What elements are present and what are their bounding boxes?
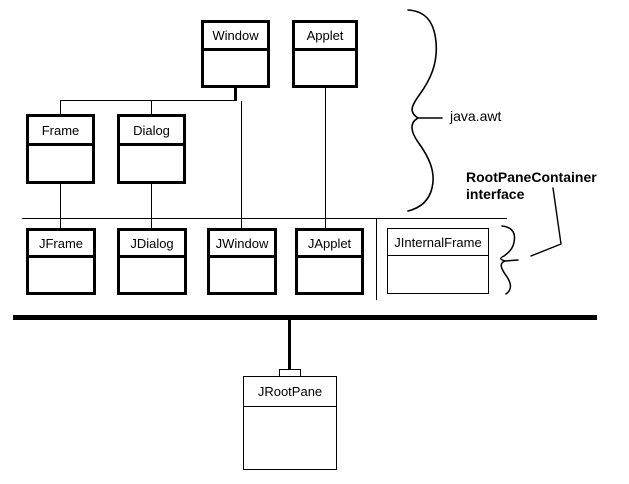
edge-bus-frame-dialog [60,100,236,101]
class-title-applet: Applet [295,23,355,51]
rootpanecontainer-brace-icon [500,225,519,295]
edge-frame-to-jframe [60,184,61,228]
java-awt-brace-icon [407,9,443,212]
class-title-window: Window [204,23,267,51]
class-body-jrootpane [244,407,336,469]
class-box-window[interactable]: Window [201,20,270,88]
class-title-frame: Frame [29,117,92,146]
class-body-window [204,51,267,85]
edge-rootpane-connector [288,318,291,373]
class-title-japplet: JApplet [298,231,361,258]
edge-applet-to-japplet [325,87,326,228]
class-box-jwindow[interactable]: JWindow [207,228,277,295]
interface-leader-line [530,187,562,257]
edge-bus-to-frame [60,100,61,114]
class-box-jframe[interactable]: JFrame [26,228,96,295]
label-rootpanecontainer-interface: RootPaneContainer interface [466,169,597,203]
class-box-dialog[interactable]: Dialog [117,114,186,184]
class-body-jdialog [120,258,184,292]
class-box-japplet[interactable]: JApplet [295,228,364,295]
class-body-applet [295,51,355,85]
edge-window-down [234,87,237,101]
class-box-applet[interactable]: Applet [292,20,358,88]
class-title-jwindow: JWindow [210,231,274,258]
label-java-awt: java.awt [450,108,502,124]
separator-line-internalframe [376,218,377,300]
class-body-frame [29,146,92,181]
edge-window-to-jwindow [241,101,242,228]
class-title-dialog: Dialog [120,117,183,146]
class-box-jinternalframe[interactable]: JInternalFrame [387,228,489,294]
class-body-dialog [120,146,183,181]
separator-line-rootpane [13,315,597,320]
edge-dialog-to-jdialog [151,184,152,228]
label-rootpanecontainer-line2: interface [466,186,525,202]
label-rootpanecontainer-line1: RootPaneContainer [466,169,597,185]
class-body-jframe [29,258,93,292]
class-title-jframe: JFrame [29,231,93,258]
class-title-jrootpane: JRootPane [244,377,336,407]
class-body-jwindow [210,258,274,292]
class-box-jdialog[interactable]: JDialog [117,228,187,295]
class-body-jinternalframe [388,256,488,293]
class-box-jrootpane[interactable]: JRootPane [243,376,337,470]
class-title-jdialog: JDialog [120,231,184,258]
rootpane-connector-tab [279,369,301,377]
class-body-japplet [298,258,361,292]
separator-line-awt-swing [22,218,507,219]
class-box-frame[interactable]: Frame [26,114,95,184]
class-title-jinternalframe: JInternalFrame [388,229,488,256]
edge-bus-to-dialog [151,100,152,114]
